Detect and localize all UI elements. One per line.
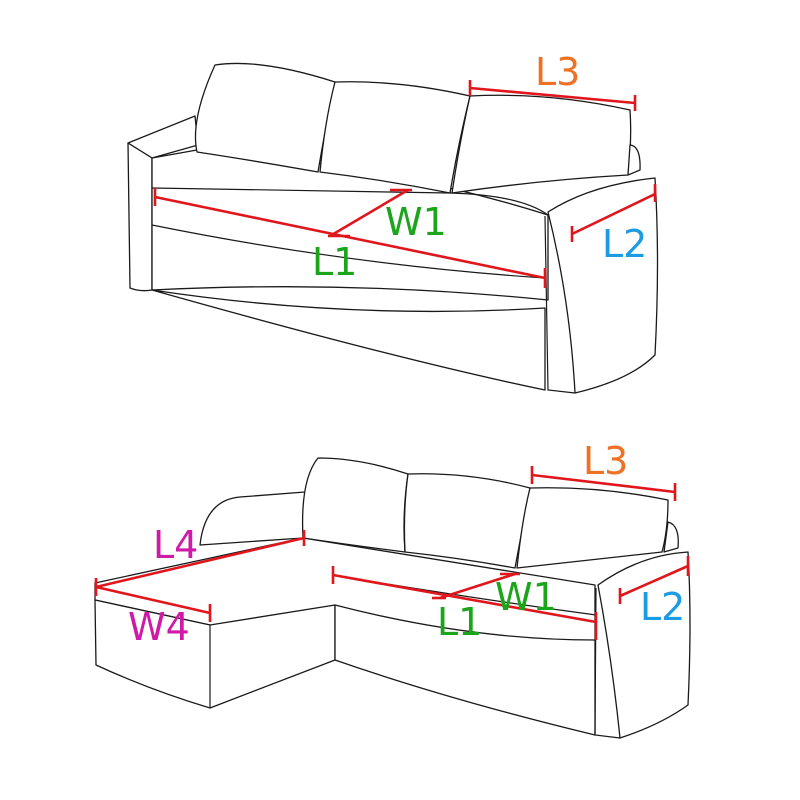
measure-line-W4 — [95, 585, 211, 615]
label-W1: W1 — [385, 200, 447, 244]
measure-line-L4 — [95, 536, 305, 589]
label-L2-corner: L2 — [640, 585, 685, 629]
label-L3: L3 — [535, 50, 580, 94]
label-L4: L4 — [153, 523, 198, 567]
measure-line-L2 — [571, 192, 656, 236]
label-L1-corner: L1 — [437, 600, 482, 644]
label-L3-corner: L3 — [583, 439, 628, 483]
corner-sofa-measurements: L3 L4 W4 W1 L1 L2 — [94, 439, 690, 649]
measure-line-L3 — [469, 86, 636, 105]
measure-line-W1-corner — [439, 572, 516, 600]
measure-line-L1-corner — [332, 573, 597, 624]
label-W4: W4 — [128, 605, 190, 649]
label-L2: L2 — [602, 222, 647, 266]
measure-line-L2-corner — [619, 564, 689, 598]
corner-sofa — [94, 457, 691, 739]
sofa-measurements: L3 W1 L1 L2 — [153, 50, 657, 288]
measure-line-W1 — [329, 188, 409, 238]
measure-line-L3-corner — [531, 473, 676, 494]
label-W1-corner: W1 — [495, 575, 557, 619]
label-L1: L1 — [312, 240, 357, 284]
measure-line-L1 — [154, 195, 546, 280]
